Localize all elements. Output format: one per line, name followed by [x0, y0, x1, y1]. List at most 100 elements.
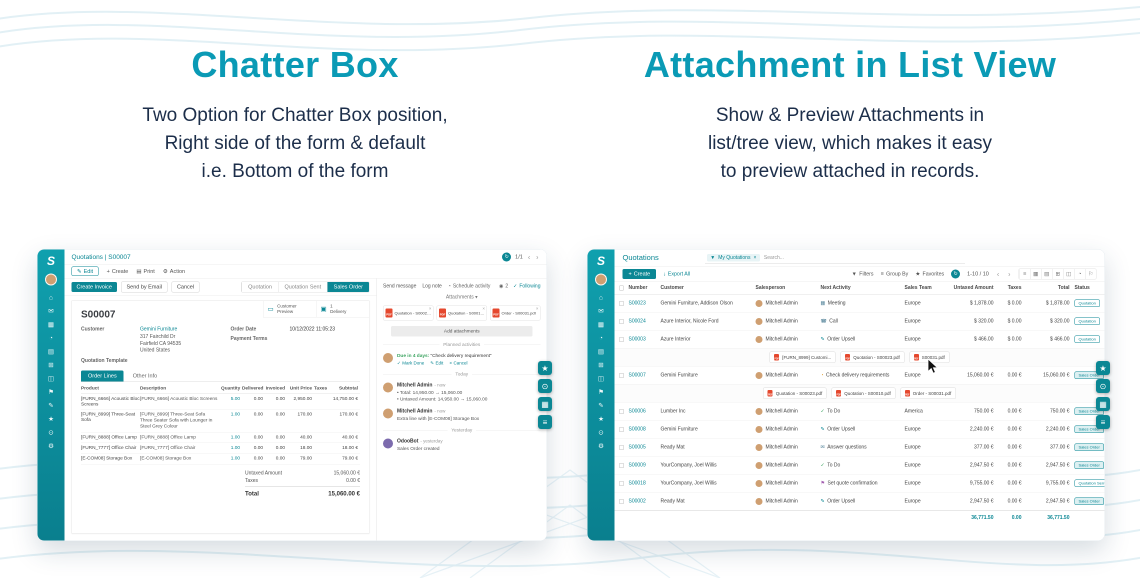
pager-prev-icon[interactable]: ‹: [527, 252, 531, 261]
sidebar-app-icon[interactable]: ⚑: [48, 388, 54, 396]
row-checkbox[interactable]: [619, 336, 624, 342]
activity-edit-button[interactable]: ✎ Edit: [430, 360, 444, 366]
view-switch-icon[interactable]: ▦: [1030, 268, 1041, 279]
cancel-button[interactable]: Cancel: [171, 281, 200, 293]
tab-other-info[interactable]: Other Info: [132, 372, 158, 379]
statusbar-step[interactable]: Quotation: [241, 281, 278, 292]
view-switch-icon[interactable]: ⚐: [1085, 268, 1096, 279]
row-next-activity[interactable]: ✓ To Do: [820, 408, 841, 415]
row-next-activity[interactable]: ✓ To Do: [820, 462, 841, 469]
quick-action-button[interactable]: ▦: [1096, 397, 1110, 411]
activity-cancel-button[interactable]: × Cancel: [449, 360, 468, 366]
row-checkbox[interactable]: [619, 498, 624, 504]
filters-menu[interactable]: ▼ Filters: [851, 270, 874, 277]
order-line-row[interactable]: [FURN_7777] Office Chair [FURN_7777] Off…: [81, 443, 360, 454]
export-all-button[interactable]: ↓ Export All: [663, 270, 691, 277]
row-checkbox[interactable]: [619, 372, 624, 378]
table-row[interactable]: S00005 Ready Mat Mitchell Admin ✉ Answer…: [614, 439, 1105, 457]
sidebar-app-icon[interactable]: ▤: [47, 347, 55, 355]
row-next-activity[interactable]: ✉ Answer questions: [820, 444, 867, 451]
attachments-toggle[interactable]: Attachments ▾: [445, 294, 478, 301]
attachment-chip[interactable]: PDF [FURN_8999] Customi...: [769, 351, 836, 363]
select-all-checkbox[interactable]: [619, 285, 624, 291]
quick-action-button[interactable]: ⊙: [1096, 379, 1110, 393]
row-next-activity[interactable]: ✎ Order Upsell: [820, 336, 856, 343]
app-logo[interactable]: S: [46, 254, 55, 269]
pager-next-icon[interactable]: ›: [1008, 269, 1011, 278]
breadcrumb[interactable]: Quotations | S00007: [71, 253, 131, 261]
remove-attachment-icon[interactable]: ×: [535, 306, 539, 311]
followers-button[interactable]: ◉ 2: [499, 283, 509, 290]
view-switch-icon[interactable]: ≡: [1019, 268, 1030, 279]
table-row[interactable]: S00009 YourCompany, Joel Willis Mitchell…: [614, 457, 1105, 475]
attachment-chip[interactable]: PDF Quotation - S00023.pdf: [840, 351, 905, 363]
send-by-email-button[interactable]: Send by Email: [120, 281, 168, 293]
table-row[interactable]: S00006 Lumber Inc Mitchell Admin ✓ To Do: [614, 403, 1105, 421]
sidebar-app-icon[interactable]: ⌂: [599, 293, 603, 301]
order-line-row[interactable]: [FURN_8888] Office Lamp [FURN_8888] Offi…: [81, 432, 360, 443]
row-checkbox[interactable]: [619, 426, 624, 432]
sidebar-app-icon[interactable]: ◫: [47, 374, 55, 382]
remove-attachment-icon[interactable]: ×: [482, 306, 485, 311]
order-date-value[interactable]: 10/12/2022 11:05:23: [289, 326, 336, 333]
row-next-activity[interactable]: ✎ Order Upsell: [820, 426, 856, 433]
sidebar-app-icon[interactable]: ⊞: [598, 361, 604, 369]
print-menu[interactable]: ▤ Print: [136, 268, 155, 275]
view-switch-icon[interactable]: ◫: [1063, 268, 1074, 279]
view-switch-icon[interactable]: ▤: [1041, 268, 1052, 279]
tab-order-lines[interactable]: Order Lines: [81, 370, 124, 382]
sidebar-app-icon[interactable]: ✎: [48, 401, 54, 409]
sidebar-app-icon[interactable]: ⊙: [598, 428, 604, 436]
row-next-activity[interactable]: ⚑ Set quote confirmation: [820, 480, 878, 487]
create-invoice-button[interactable]: Create Invoice: [71, 281, 117, 292]
schedule-activity-button[interactable]: ◔ Schedule activity: [447, 283, 491, 290]
action-menu[interactable]: ⚙ Action: [162, 268, 186, 275]
table-row[interactable]: S00008 Gemini Furniture Mitchell Admin ✎…: [614, 421, 1105, 439]
table-row[interactable]: S00023 Gemini Furniture, Addison Olson M…: [614, 295, 1105, 313]
row-checkbox[interactable]: [619, 300, 624, 306]
statusbar-step[interactable]: Sales Order: [327, 281, 369, 292]
order-line-row[interactable]: [E-COM08] Storage Box [E-COM08] Storage …: [81, 454, 360, 465]
sidebar-app-icon[interactable]: ⚙: [598, 442, 604, 450]
sidebar-app-icon[interactable]: ◔: [49, 334, 53, 342]
send-message-button[interactable]: Send message: [383, 283, 417, 290]
view-switch-icon[interactable]: ◔: [1074, 268, 1085, 279]
table-row[interactable]: S00003 Azure Interior Mitchell Admin ✎ O…: [614, 331, 1105, 349]
add-attachments-button[interactable]: Add attachments: [390, 326, 533, 337]
quick-action-button[interactable]: ⊙: [538, 379, 552, 393]
row-next-activity[interactable]: ▦ Meeting: [820, 300, 846, 307]
pager-next-icon[interactable]: ›: [536, 252, 539, 261]
row-checkbox[interactable]: [619, 462, 624, 468]
table-row[interactable]: S00002 Ready Mat Mitchell Admin ✎ Order …: [614, 493, 1105, 511]
sidebar-app-icon[interactable]: ◫: [597, 374, 605, 382]
edit-button[interactable]: ✎ Edit: [71, 266, 99, 276]
row-next-activity[interactable]: ☎ Call: [820, 318, 838, 325]
row-next-activity[interactable]: ◔ Check delivery requirements: [820, 372, 890, 379]
sidebar-app-icon[interactable]: ⌂: [49, 293, 53, 301]
sidebar-app-icon[interactable]: ★: [598, 415, 604, 423]
table-row[interactable]: S00018 YourCompany, Joel Willis Mitchell…: [614, 475, 1105, 493]
row-next-activity[interactable]: ✎ Order Upsell: [820, 498, 856, 505]
quick-action-button[interactable]: ≡: [1096, 415, 1110, 429]
sidebar-app-icon[interactable]: ⚑: [598, 388, 604, 396]
order-line-row[interactable]: [FURN_8999] Three-Seat Sofa [FURN_8999] …: [81, 409, 360, 433]
log-note-button[interactable]: Log note: [422, 283, 442, 290]
sidebar-app-icon[interactable]: ◔: [599, 334, 603, 342]
sidebar-app-icon[interactable]: ⊙: [48, 428, 54, 436]
sidebar-app-icon[interactable]: ▦: [47, 320, 55, 328]
order-line-row[interactable]: [FURN_6666] Acoustic Bloc Screens [FURN_…: [81, 394, 360, 410]
remove-attachment-icon[interactable]: ×: [428, 306, 432, 311]
sidebar-app-icon[interactable]: ▦: [597, 320, 605, 328]
attachment-card[interactable]: PDF Order - S00031.pdf ×: [490, 305, 541, 321]
smart-button[interactable]: ▣ 1 Delivery: [316, 301, 369, 318]
attachment-card[interactable]: PDF Quotation - S00023.pdf ×: [383, 305, 434, 321]
sidebar-app-icon[interactable]: ✉: [598, 307, 604, 315]
create-button[interactable]: + Create: [622, 268, 657, 279]
quick-action-button[interactable]: ≡: [538, 415, 552, 429]
attachment-chip[interactable]: PDF Quotation - S00010.pdf: [831, 387, 896, 399]
refresh-icon[interactable]: ↻: [951, 269, 961, 279]
favorites-menu[interactable]: ★ Favorites: [915, 270, 945, 277]
sidebar-app-icon[interactable]: ★: [48, 415, 54, 423]
app-logo[interactable]: S: [596, 254, 605, 269]
quick-action-button[interactable]: ★: [1096, 361, 1110, 375]
